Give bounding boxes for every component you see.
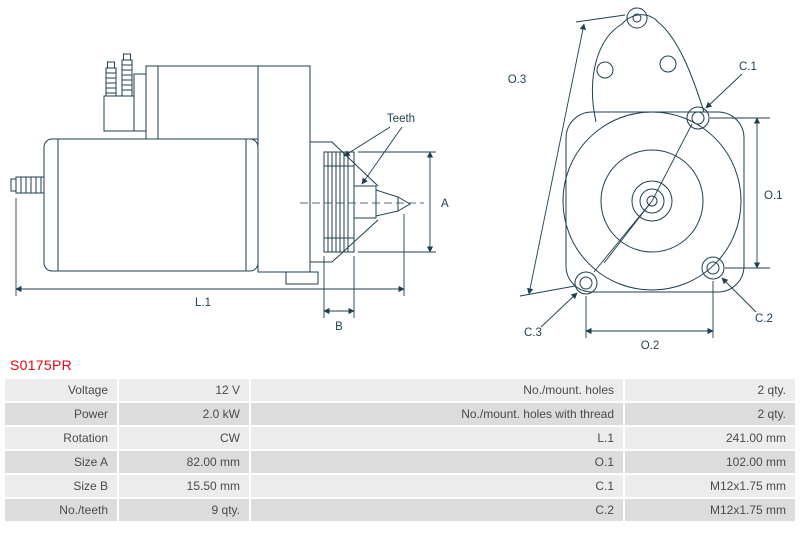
spec-value: 15.50 mm <box>119 475 249 497</box>
dim-label-o1: O.1 <box>764 190 783 202</box>
spec-value: 2 qty. <box>625 403 795 425</box>
spec-value: CW <box>119 427 249 449</box>
dim-label-o3: O.3 <box>508 74 527 86</box>
part-number: S0175PR <box>10 357 73 373</box>
dim-label-o2: O.2 <box>641 340 660 352</box>
spec-label: No./mount. holes with thread <box>251 403 623 425</box>
front-view-dimensions: O.1 O.2 O.3 C.1 C.2 C.3 <box>508 14 783 352</box>
spec-table: Voltage 12 V No./mount. holes 2 qty. Pow… <box>3 377 797 523</box>
spec-label: C.1 <box>251 475 623 497</box>
spec-value: 12 V <box>119 379 249 401</box>
spec-label: No./mount. holes <box>251 379 623 401</box>
spec-label: O.1 <box>251 451 623 473</box>
teeth-label: Teeth <box>387 113 415 125</box>
table-row: Size B 15.50 mm C.1 M12x1.75 mm <box>5 475 795 497</box>
table-row: No./teeth 9 qty. C.2 M12x1.75 mm <box>5 499 795 521</box>
dim-label-l1: L.1 <box>195 297 211 309</box>
spec-value: M12x1.75 mm <box>625 499 795 521</box>
spec-label: Size A <box>5 451 117 473</box>
spec-value: 9 qty. <box>119 499 249 521</box>
table-row: Voltage 12 V No./mount. holes 2 qty. <box>5 379 795 401</box>
spec-label: Voltage <box>5 379 117 401</box>
spec-label: L.1 <box>251 427 623 449</box>
spec-value: 82.00 mm <box>119 451 249 473</box>
dim-label-c3: C.3 <box>524 327 542 339</box>
spec-value: 102.00 mm <box>625 451 795 473</box>
spec-label: No./teeth <box>5 499 117 521</box>
technical-drawing: L.1 B A Teeth <box>10 7 783 352</box>
spec-label: Size B <box>5 475 117 497</box>
dim-label-c1: C.1 <box>739 61 757 73</box>
starter-side-view <box>10 53 424 285</box>
table-row: Size A 82.00 mm O.1 102.00 mm <box>5 451 795 473</box>
spec-label: Power <box>5 403 117 425</box>
table-row: Power 2.0 kW No./mount. holes with threa… <box>5 403 795 425</box>
dim-label-c2: C.2 <box>755 313 773 325</box>
dim-label-a: A <box>441 198 449 210</box>
spec-value: 241.00 mm <box>625 427 795 449</box>
spec-label: Rotation <box>5 427 117 449</box>
dim-label-b: B <box>335 321 343 333</box>
spec-label: C.2 <box>251 499 623 521</box>
starter-front-view <box>562 7 745 295</box>
spec-value: M12x1.75 mm <box>625 475 795 497</box>
spec-value: 2 qty. <box>625 379 795 401</box>
side-view-dimensions: L.1 B A Teeth <box>15 113 449 333</box>
spec-value: 2.0 kW <box>119 403 249 425</box>
table-row: Rotation CW L.1 241.00 mm <box>5 427 795 449</box>
